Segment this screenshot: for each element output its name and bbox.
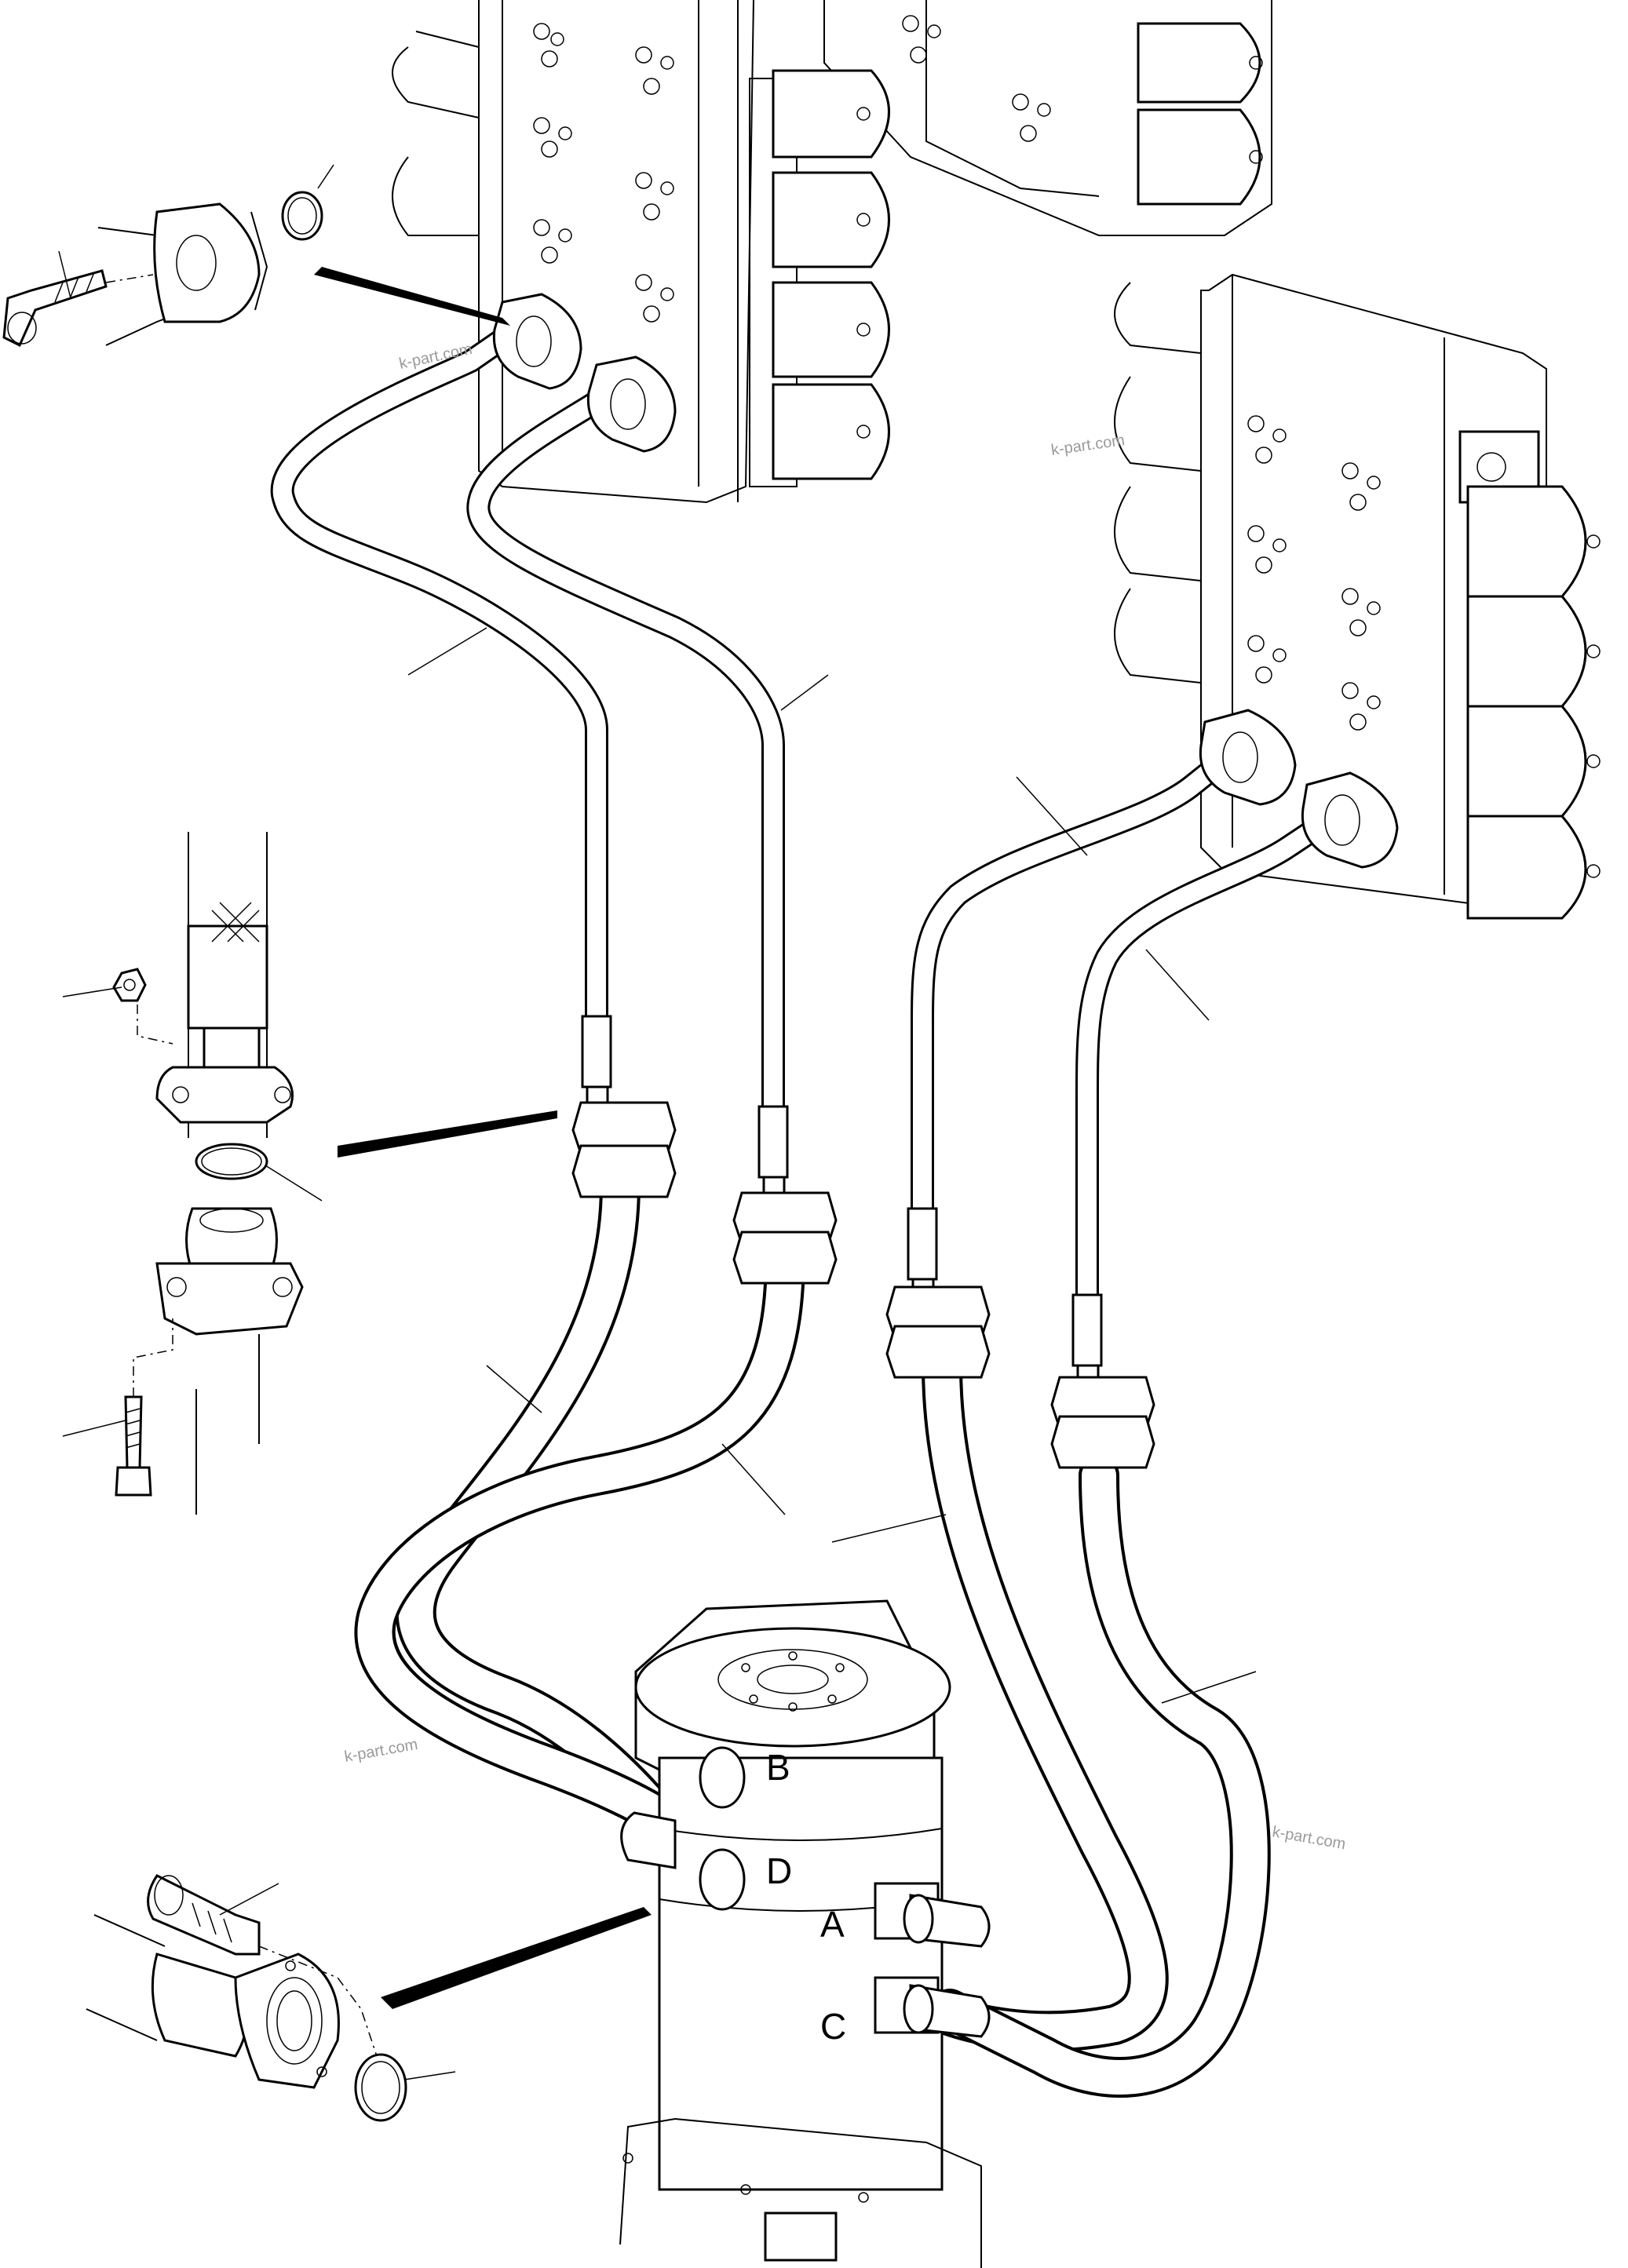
pipe-line-2 bbox=[466, 373, 785, 1126]
upper-control-valve-block bbox=[392, 0, 1272, 504]
port-label-b: B bbox=[766, 1747, 790, 1788]
upper-solenoid-column bbox=[749, 22, 1263, 487]
hose-end-fitting-b bbox=[620, 1811, 677, 1869]
right-pipe-flanges bbox=[1199, 709, 1399, 869]
swivel-joint-body bbox=[619, 1599, 982, 2268]
pipe-hose-fitting-3 bbox=[885, 1207, 991, 1379]
port-label-d: D bbox=[766, 1850, 792, 1891]
pipe-hose-fitting-2 bbox=[732, 1105, 838, 1285]
callout-leaders bbox=[407, 627, 1257, 1704]
pipe-line-3 bbox=[911, 742, 1244, 1228]
pipe-line-4 bbox=[1075, 804, 1346, 1314]
hose-end-fitting-a bbox=[903, 1894, 991, 1948]
hose-end-fitting-c bbox=[903, 1984, 991, 2038]
hose-line-2 bbox=[354, 1235, 805, 1849]
detail-hose-end-lower bbox=[86, 1874, 652, 2122]
detail-flange-bolt-top bbox=[2, 164, 510, 348]
watermark-4: k-part.com bbox=[1271, 1823, 1347, 1853]
hose-line-1 bbox=[395, 1165, 695, 1857]
upper-pipe-flanges bbox=[492, 293, 677, 453]
pipe-line-1 bbox=[270, 314, 608, 1048]
right-solenoid-column bbox=[1466, 485, 1601, 920]
detail-hose-flange-assembly bbox=[62, 832, 557, 1515]
port-label-c: C bbox=[820, 2006, 846, 2047]
watermark-2: k-part.com bbox=[1050, 432, 1126, 459]
hose-line-4 bbox=[929, 1455, 1271, 2098]
pipe-hose-fitting-1 bbox=[571, 1015, 677, 1198]
port-label-a: A bbox=[820, 1904, 845, 1945]
pipe-hose-fitting-4 bbox=[1050, 1293, 1155, 1469]
watermark-3: k-part.com bbox=[343, 1736, 419, 1766]
